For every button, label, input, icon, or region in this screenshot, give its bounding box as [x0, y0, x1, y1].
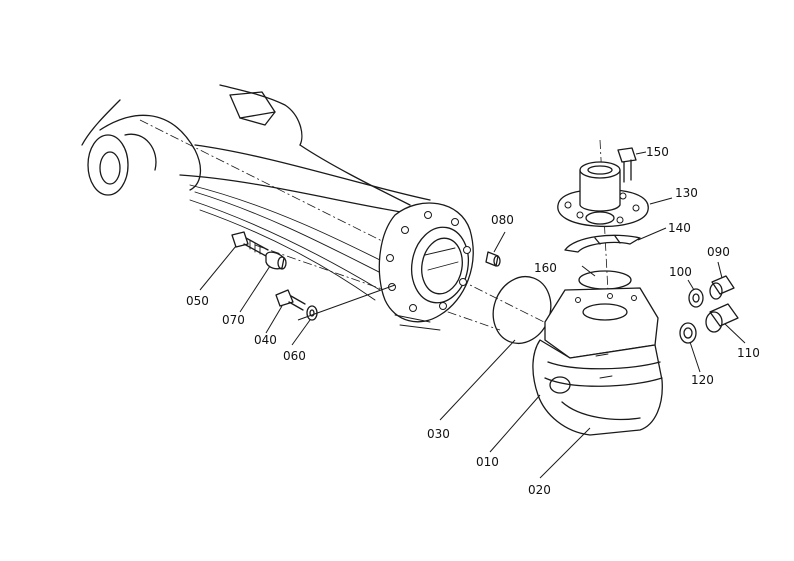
bolt-040	[275, 289, 306, 311]
steering-knuckle	[532, 287, 663, 436]
washer-100	[688, 288, 704, 308]
plug-090	[709, 275, 735, 300]
callout-010: 010	[476, 455, 499, 469]
bolt-050	[231, 231, 269, 257]
kingpin-130	[557, 161, 649, 228]
callout-100: 100	[669, 265, 692, 279]
callout-labels: 010 020 030 040 050 060 070 080 090 100 …	[186, 145, 760, 497]
callout-050: 050	[186, 294, 209, 308]
plug-110	[705, 303, 739, 333]
washer-060	[306, 305, 318, 321]
leader-lines	[199, 151, 746, 479]
callout-130: 130	[675, 186, 698, 200]
callout-040: 040	[254, 333, 277, 347]
callout-070: 070	[222, 313, 245, 327]
callout-060: 060	[283, 349, 306, 363]
lock-plate-140	[564, 234, 641, 253]
callout-020: 020	[528, 483, 551, 497]
callout-150: 150	[646, 145, 669, 159]
pin-080	[485, 251, 501, 267]
bolt-150	[617, 147, 637, 183]
callout-080: 080	[491, 213, 514, 227]
center-lines	[139, 119, 611, 331]
callout-120: 120	[691, 373, 714, 387]
callout-140: 140	[668, 221, 691, 235]
callout-110: 110	[737, 346, 760, 360]
spacer-070	[265, 251, 287, 270]
housing-flange	[378, 202, 474, 331]
washer-120	[679, 322, 697, 344]
o-ring-160	[578, 270, 632, 290]
callout-030: 030	[427, 427, 450, 441]
axle-housing	[81, 84, 431, 301]
callout-090: 090	[707, 245, 730, 259]
callout-160: 160	[534, 261, 557, 275]
